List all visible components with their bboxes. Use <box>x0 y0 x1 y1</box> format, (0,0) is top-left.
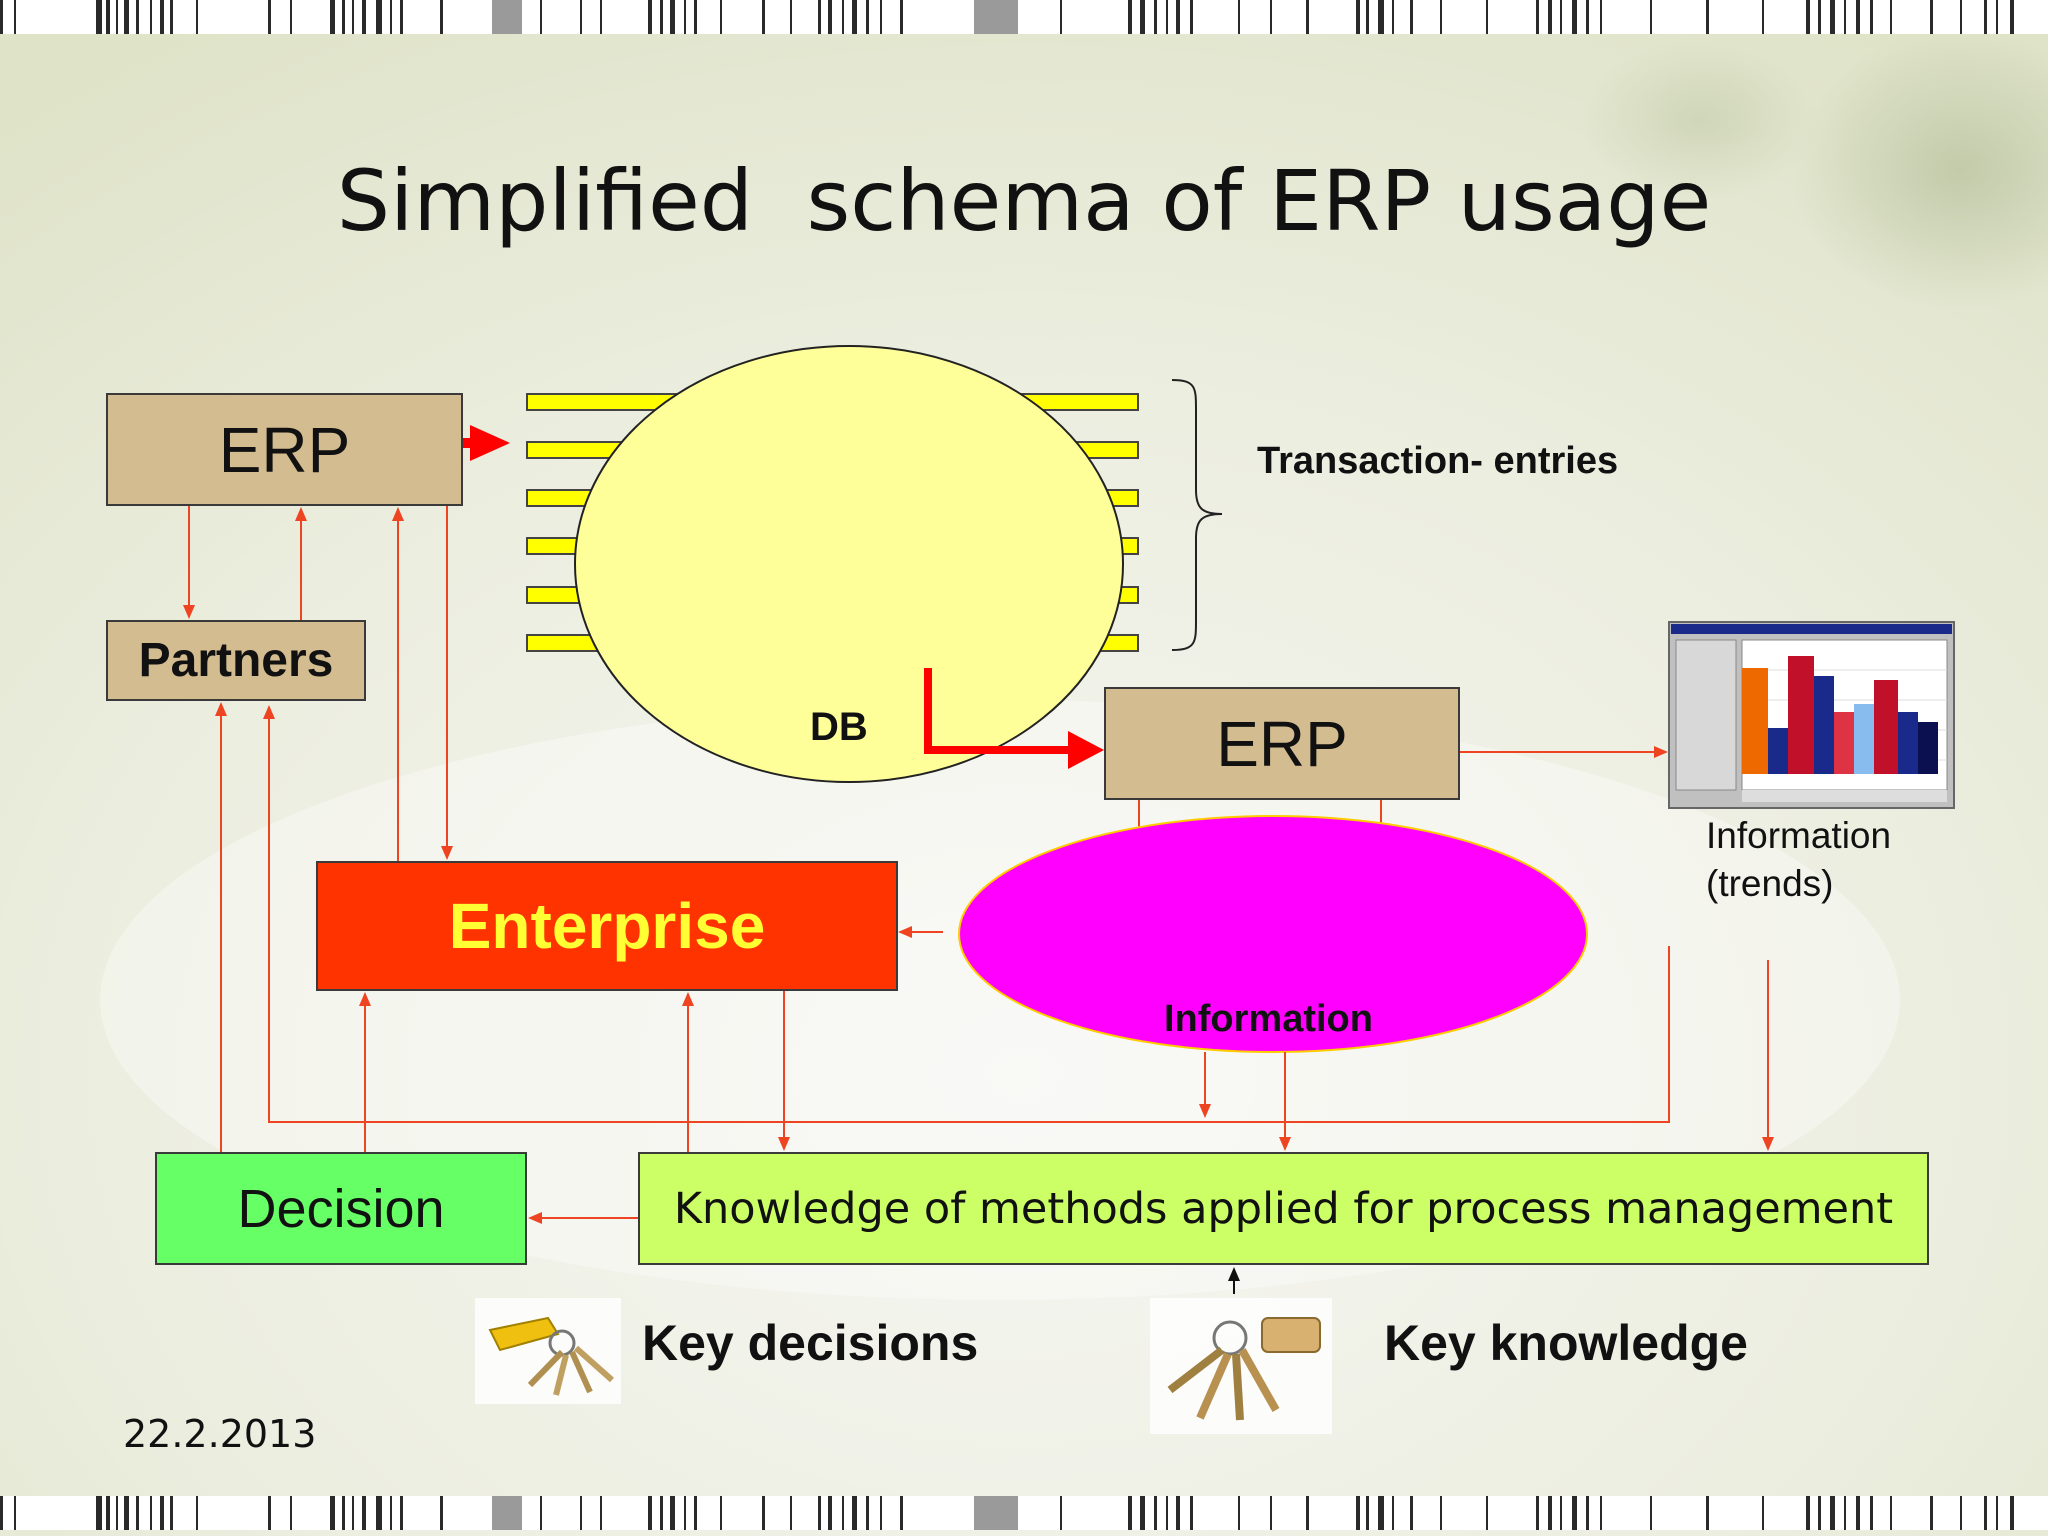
information-trends-line2: (trends) <box>1706 863 1834 904</box>
top-barcode-strip <box>0 0 2048 34</box>
partners-box: Partners <box>106 620 366 701</box>
key-knowledge-label: Key knowledge <box>1384 1315 1748 1371</box>
bottom-barcode-strip <box>0 1496 2048 1530</box>
decision-label: Decision <box>237 1178 445 1239</box>
erp-middle-box: ERP <box>1104 687 1460 800</box>
information-trends-line1: Information <box>1706 815 1892 856</box>
bar-chart-screenshot-icon <box>1668 621 1955 809</box>
key-decisions-label: Key decisions <box>642 1315 979 1371</box>
brass-keys-icon <box>1150 1298 1332 1434</box>
enterprise-label: Enterprise <box>448 890 766 962</box>
information-trends-label: Information (trends) <box>1706 812 1966 908</box>
knowledge-label: Knowledge of methods applied for process… <box>673 1183 1894 1234</box>
information-ellipse <box>958 815 1588 1053</box>
knowledge-box: Knowledge of methods applied for process… <box>638 1152 1929 1265</box>
db-to-erp-arrow <box>924 668 1104 769</box>
erp-top-box: ERP <box>106 393 463 506</box>
information-label: Information <box>1164 998 1373 1040</box>
erp-middle-label: ERP <box>1216 707 1348 780</box>
erp-top-label: ERP <box>218 413 351 486</box>
transaction-brace <box>1171 379 1223 651</box>
db-label: DB <box>810 705 868 749</box>
slide-title: Simplified schema of ERP usage <box>336 152 1712 250</box>
yellow-keychain-icon <box>475 1298 621 1404</box>
transaction-entries-label: Transaction- entries <box>1257 440 1619 482</box>
decision-box: Decision <box>155 1152 527 1265</box>
enterprise-box: Enterprise <box>316 861 898 991</box>
slide-date: 22.2.2013 <box>123 1412 317 1456</box>
partners-label: Partners <box>138 634 334 687</box>
db-ellipse <box>574 345 1124 783</box>
